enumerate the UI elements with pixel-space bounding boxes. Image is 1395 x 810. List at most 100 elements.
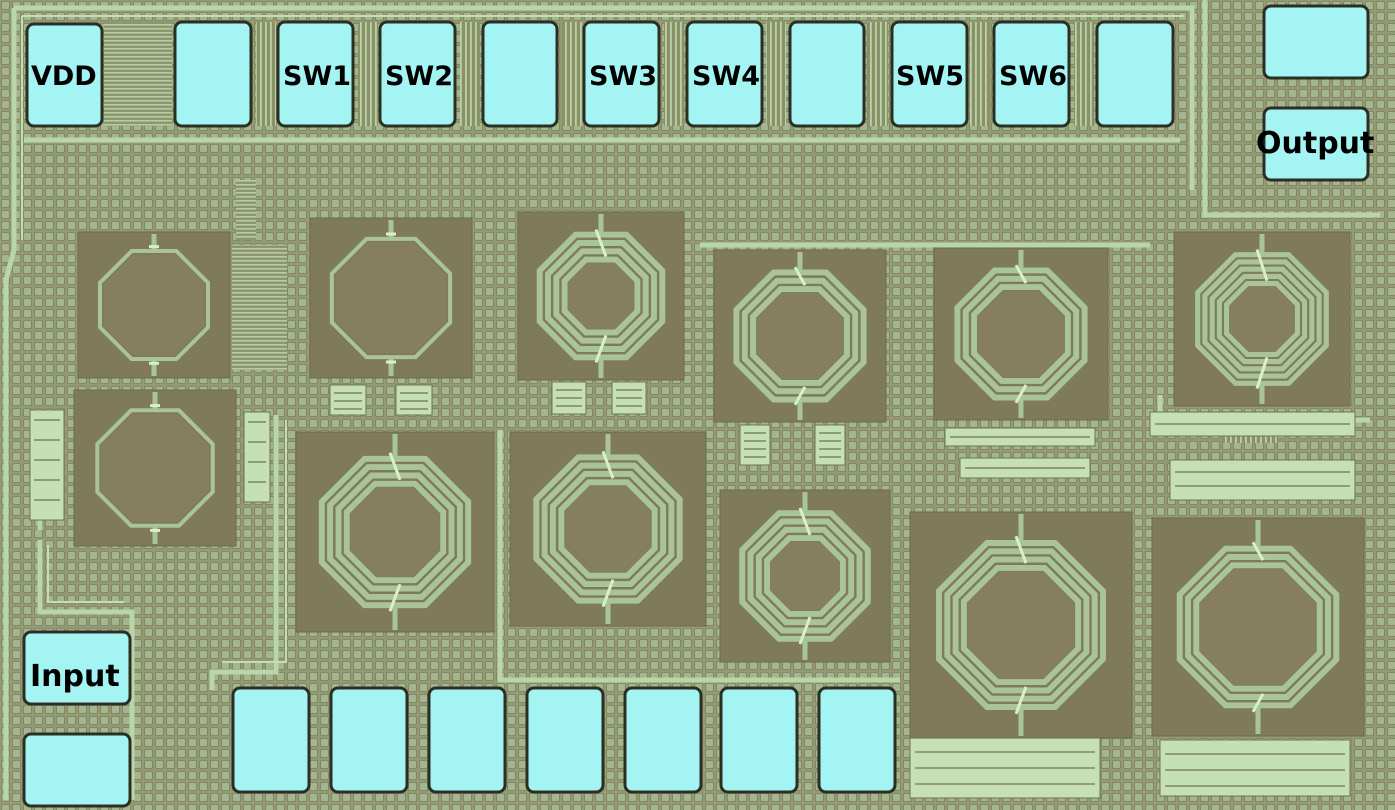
pad-bottom-6	[719, 686, 799, 794]
inductor-core-10	[770, 541, 840, 611]
inductor-coil-3-turn-1	[329, 236, 453, 360]
metal-routing	[3, 0, 1380, 800]
pad-top-8	[788, 20, 866, 128]
inductor-coil-9-turn-1	[533, 454, 683, 604]
inductor-crossover-3	[386, 232, 396, 364]
inductor-coil-6-turn-1	[954, 267, 1088, 401]
inductor-core-11	[967, 571, 1075, 679]
inductor-core-3	[335, 242, 447, 354]
pad-bottom-4	[525, 686, 605, 794]
inductor-coil-7-turn-4	[1216, 273, 1308, 365]
label-vdd: VDD	[31, 61, 97, 92]
pad-input	[22, 630, 132, 706]
inductor-core-2	[101, 414, 209, 522]
pad-top-2	[173, 20, 253, 128]
pad-bottom-1	[231, 686, 311, 794]
pad-bottom-2	[329, 686, 409, 794]
pad-bottom-3	[427, 686, 507, 794]
inductor-coil-7-turn-1	[1195, 252, 1329, 386]
inductor-coil-10-turn-3	[755, 526, 855, 626]
inductor-crossover-12	[1251, 541, 1265, 713]
inductor-coil-8-turn-4	[343, 480, 447, 584]
label-sw3: SW3	[589, 61, 658, 92]
inductor-coil-8-turn-1	[318, 455, 472, 609]
pad-right-top	[1262, 4, 1370, 80]
label-output: Output	[1256, 126, 1375, 161]
inductor-coil-4-turn-2	[545, 240, 657, 352]
pad-bottom-7	[817, 686, 897, 794]
inductor-coil-9-turn-3	[549, 470, 667, 588]
label-sw5: SW5	[896, 61, 965, 92]
inductor-crossover-7	[1255, 248, 1269, 390]
inductor-coil-10-turn-2	[747, 518, 863, 634]
pad-top-11	[1095, 20, 1175, 128]
pad-top-5	[481, 20, 559, 128]
inductor-array	[73, 211, 1365, 739]
inductor-coil-6-turn-3	[971, 284, 1071, 384]
inductor-crossover-1	[149, 245, 159, 365]
inductor-crossover-8	[388, 452, 402, 612]
inductor-coil-11-turn-2	[944, 548, 1098, 702]
inductor-core-9	[564, 485, 652, 573]
inductor-coil-12-turn-3	[1193, 562, 1323, 692]
inductor-coil-7-turn-5	[1224, 281, 1300, 357]
inductor-coil-7-turn-3	[1209, 266, 1315, 372]
inductor-core-5	[756, 292, 844, 380]
inductor-crossover-2	[150, 404, 160, 532]
pad-vdd	[25, 22, 104, 128]
inductor-crossover-6	[1014, 264, 1028, 404]
pad-sw6	[992, 20, 1071, 128]
inductor-coil-8-turn-2	[327, 464, 463, 600]
inductor-coil-5-turn-3	[750, 286, 850, 386]
pad-sw4	[685, 20, 764, 128]
inductor-core-6	[977, 290, 1065, 378]
inductor-coil-6-turn-2	[962, 275, 1080, 393]
inductor-core-12	[1200, 569, 1316, 685]
inductor-coil-9-turn-4	[558, 479, 658, 579]
label-sw1: SW1	[283, 61, 352, 92]
pad-sw1	[276, 20, 355, 128]
inductor-coil-4-turn-1	[536, 231, 666, 361]
label-input: Input	[30, 659, 120, 694]
inductor-core-1	[103, 254, 205, 356]
inductor-coil-5-turn-2	[741, 277, 859, 395]
inductor-core-7	[1230, 287, 1294, 351]
inductor-crossover-4	[594, 229, 608, 363]
inductor-crossover-5	[793, 266, 807, 406]
inductor-crossover-9	[601, 450, 615, 608]
inductor-core-4	[568, 263, 634, 329]
pad-bottom-5	[623, 686, 703, 794]
pad-sw5	[890, 20, 969, 128]
block-detail-lines	[34, 389, 1350, 787]
pad-sw2	[378, 20, 457, 128]
inductor-coil-5-turn-1	[733, 269, 867, 403]
label-sw6: SW6	[999, 61, 1068, 92]
inductor-coil-7-turn-2	[1202, 259, 1322, 379]
metal-traces-thin	[21, 15, 1184, 663]
inductor-coil-10-turn-1	[739, 510, 871, 642]
inductor-coil-10-turn-4	[764, 535, 846, 617]
inductor-coil-11-turn-4	[960, 564, 1082, 686]
inductor-core-8	[350, 487, 440, 577]
bond-pads	[22, 4, 1370, 808]
inductor-coil-9-turn-2	[541, 462, 675, 596]
inductor-coil-4-turn-4	[561, 256, 641, 336]
pad-output	[1262, 106, 1370, 182]
inductor-coil-11-turn-1	[936, 540, 1106, 710]
inductor-coil-12-turn-2	[1185, 554, 1331, 700]
inductor-coil-1-turn-1	[98, 249, 210, 361]
label-sw4: SW4	[692, 61, 761, 92]
pad-ring-connectors	[104, 22, 1278, 443]
label-sw2: SW2	[385, 61, 454, 92]
inductor-coil-11-turn-3	[952, 556, 1090, 694]
pad-left-bottom	[22, 732, 132, 808]
inductor-coil-8-turn-3	[335, 472, 455, 592]
pad-sw3	[582, 20, 661, 128]
inductor-crossover-11	[1014, 535, 1028, 715]
inductor-crossover-10	[798, 507, 812, 645]
inductor-coil-4-turn-3	[553, 248, 649, 344]
inductor-coil-2-turn-1	[95, 408, 215, 528]
inductor-coil-12-turn-1	[1176, 545, 1340, 709]
